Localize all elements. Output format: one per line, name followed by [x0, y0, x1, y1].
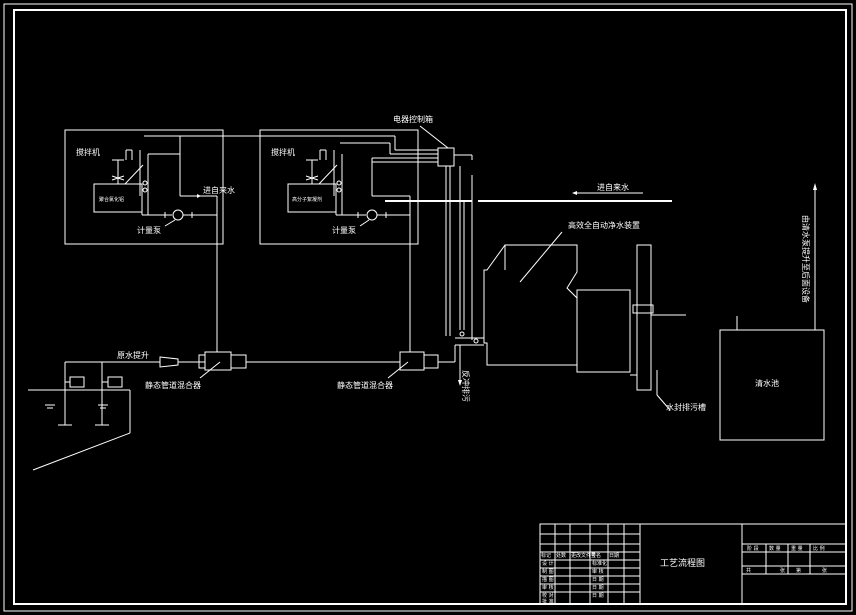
outer-frame	[3, 3, 853, 612]
stirrer-2-label: 搅拌机	[271, 147, 295, 157]
tb-mid-4: 日 期	[592, 593, 604, 599]
title-block: 工艺流程图 标记 处数 更改文件号 签名 日期 设 计 制 图 描 图 审 核 …	[539, 523, 847, 605]
tb-col-4: 日期	[609, 553, 619, 559]
tb-row-5: 批 准	[542, 598, 554, 605]
tb-rb-2: 第	[796, 567, 801, 574]
tb-row-3: 审 核	[542, 584, 554, 591]
tb-right-3: 比 例	[813, 545, 825, 552]
raw-pump-2	[107, 376, 123, 388]
seal-drain-tank: 水封排污槽	[630, 244, 706, 412]
tb-right-1: 数 量	[769, 545, 781, 552]
inner-frame	[13, 9, 847, 605]
tank-2-label: 高分子絮凝剂	[292, 196, 322, 203]
tb-col-2: 更改文件号	[571, 552, 596, 559]
clear-water-pool: 清水池 由清水泵提升至后面设备	[719, 183, 825, 441]
raw-water-source: 原水提升	[28, 350, 160, 471]
tb-mid-0: 标准化	[592, 560, 607, 567]
dosing-unit-1-box	[64, 129, 224, 245]
static-mixer-1	[204, 351, 232, 371]
tb-row-2: 描 图	[542, 576, 554, 583]
metering-pump-2	[366, 209, 378, 221]
tb-right-2: 重 量	[791, 545, 803, 552]
mixer-2-label: 静态管道混合器	[337, 380, 393, 390]
drawing-title: 工艺流程图	[660, 557, 705, 569]
purifier-tank	[576, 289, 631, 373]
dosing-unit-2: 搅拌机 高分子絮凝剂 计量泵	[259, 129, 419, 245]
tb-row-4: 校 对	[542, 592, 554, 599]
inlet-1-label: 进自来水	[203, 185, 235, 195]
clear-pool-box	[719, 329, 825, 441]
drain-label: 反冲排污	[461, 370, 471, 402]
tb-col-3: 签名	[591, 552, 601, 559]
seal-drain-label: 水封排污槽	[666, 402, 706, 412]
raw-lift-label: 原水提升	[117, 350, 149, 360]
control-box	[437, 147, 455, 167]
tb-row-1: 制 图	[542, 568, 554, 575]
metering-pump-1	[172, 209, 184, 221]
control-box-label: 电器控制箱	[393, 114, 433, 124]
tb-col-1: 处数	[556, 552, 566, 559]
tb-rb-0: 共	[746, 567, 751, 574]
tb-rb-3: 张	[822, 567, 827, 574]
tank-1-label: 聚合氯化铝	[99, 196, 124, 203]
tb-col-0: 标记	[541, 552, 551, 559]
tb-mid-1: 审 核	[592, 568, 604, 575]
dosing-unit-1: 搅拌机 聚合氯化铝 计量泵 进自来水	[64, 129, 235, 245]
tb-right-0: 阶 段	[747, 545, 759, 552]
pump-2-label: 计量泵	[332, 225, 356, 235]
stirrer-1-label: 搅拌机	[76, 147, 100, 157]
raw-pump-1	[69, 376, 85, 388]
clear-pool-label: 清水池	[755, 378, 779, 388]
inlet-2-label: 进自来水	[597, 182, 629, 192]
purifier-label: 高效全自动净水装置	[568, 220, 640, 230]
mixer-1-label: 静态管道混合器	[145, 380, 201, 390]
flow-reducer	[159, 356, 179, 368]
tb-row-0: 设 计	[542, 560, 554, 567]
purifier-unit: 高效全自动净水装置 反冲排污	[455, 220, 640, 402]
dosing-unit-2-box	[259, 129, 419, 245]
to-user-label: 由清水泵提升至后面设备	[801, 215, 811, 303]
static-mixer-2	[399, 351, 425, 371]
tb-rb-1: 张	[780, 567, 785, 574]
tb-mid-2: 日 期	[592, 577, 604, 583]
pump-1-label: 计量泵	[137, 225, 161, 235]
tb-mid-3: 日 期	[592, 585, 604, 591]
purifier-body	[483, 244, 578, 366]
seal-drain-pipe	[636, 244, 652, 391]
